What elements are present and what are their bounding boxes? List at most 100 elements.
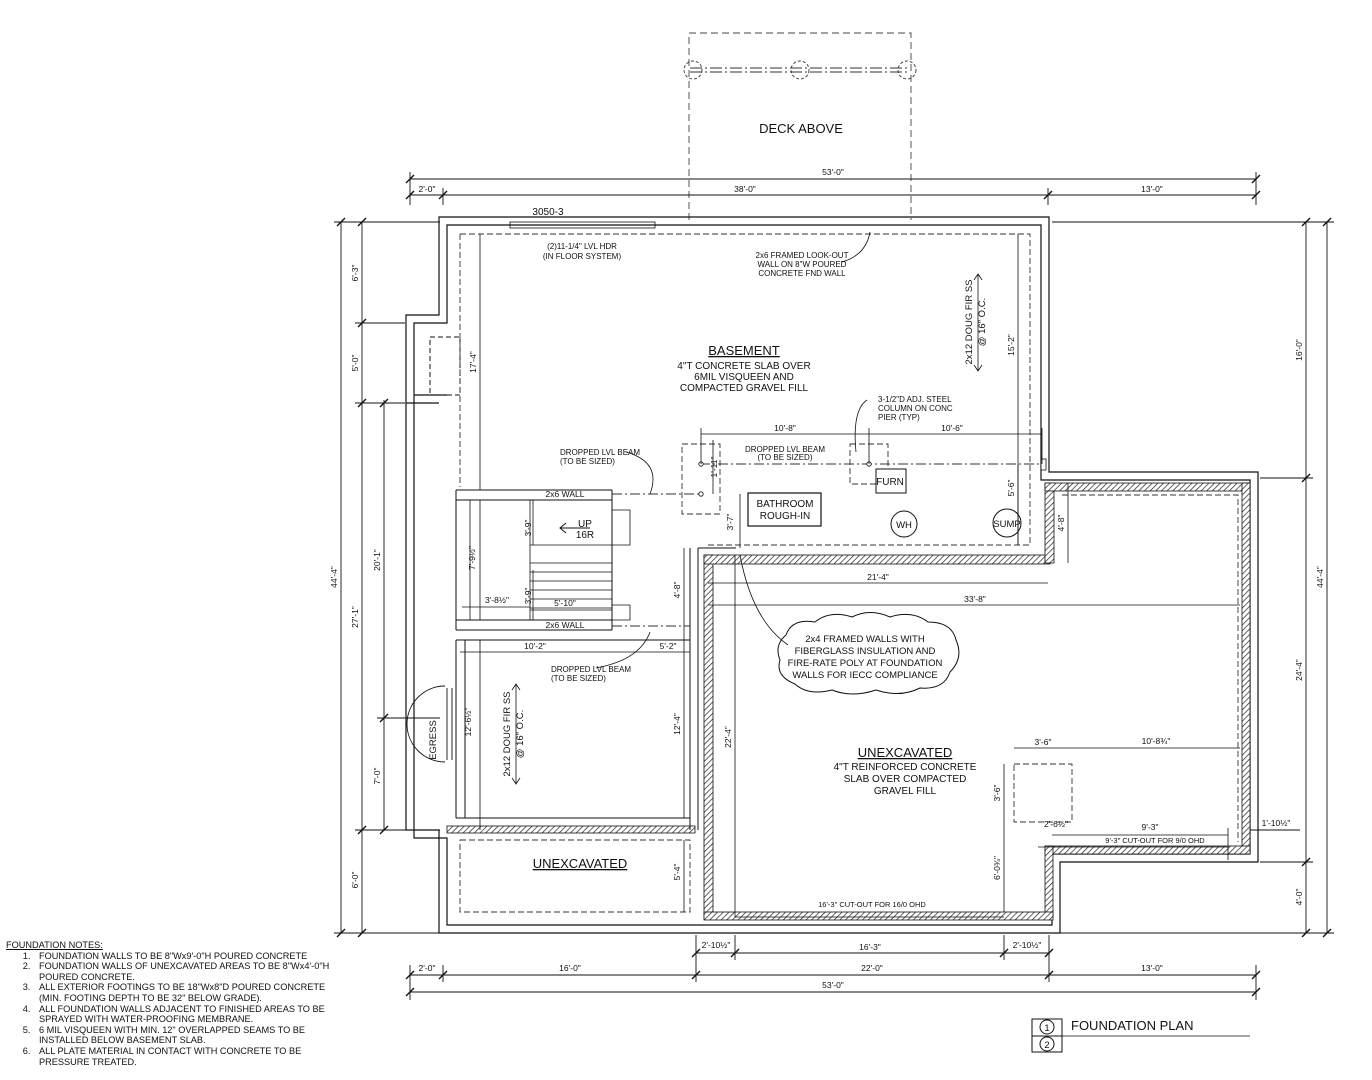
dim-bot-2: 2'-0" bbox=[419, 963, 436, 973]
dim-21-4: 21'-4" bbox=[867, 572, 889, 582]
foundation-walls bbox=[405, 216, 1259, 934]
dim-10-8: 10'-8" bbox=[774, 423, 796, 433]
note-cloud bbox=[777, 612, 960, 695]
egress-label: EGRESS bbox=[428, 720, 439, 760]
dim-left-overall: 44'-4" bbox=[329, 566, 339, 588]
dim-right-16-0: 16'-0" bbox=[1294, 339, 1304, 361]
furnace-label: FURN bbox=[876, 477, 904, 488]
wall-2x6-top: 2x6 WALL bbox=[546, 489, 585, 499]
dim-2-6: 2'-6½" bbox=[1044, 819, 1068, 829]
dim-5-10: 5'-10" bbox=[554, 598, 576, 608]
dim-3-6-v: 3'-6" bbox=[992, 785, 1002, 802]
lookout-1: 2x6 FRAMED LOOK-OUT bbox=[756, 251, 849, 260]
basement-note-2: 6MIL VISQUEEN AND bbox=[694, 372, 794, 383]
cutout-9-label: 9'-3" CUT-OUT FOR 9/0 OHD bbox=[1105, 836, 1205, 845]
lvl-hdr-2: (IN FLOOR SYSTEM) bbox=[543, 252, 622, 261]
joists-right-2: @ 16" O.C. bbox=[977, 298, 988, 346]
notes-list: FOUNDATION WALLS TO BE 8"Wx9'-0"H POURED… bbox=[6, 951, 336, 1068]
lvl-hdr-1: (2)11-1/4" LVL HDR bbox=[547, 242, 617, 251]
dim-7-9: 7'-9½" bbox=[467, 546, 477, 570]
dim-left-6-0: 6'-0" bbox=[350, 872, 360, 889]
beam-note-tl-2: (TO BE SIZED) bbox=[560, 457, 615, 466]
dimension-texts: 53'-0" 2'-0" 38'-0" 13'-0" 2'-10½" 16'-3… bbox=[329, 167, 1325, 990]
dim-bot-2-10-left: 2'-10½" bbox=[702, 940, 731, 950]
dim-4-8-right: 4'-8" bbox=[1056, 515, 1066, 532]
dim-3-7: 3'-7" bbox=[725, 514, 735, 531]
unexcavated-note-2: SLAB OVER COMPACTED bbox=[844, 774, 967, 785]
dim-3-8: 3'-8½" bbox=[485, 595, 509, 605]
dim-top-overall: 53'-0" bbox=[822, 167, 844, 177]
lookout-2: WALL ON 8"W POURED bbox=[758, 260, 847, 269]
column-note-2: COLUMN ON CONC bbox=[878, 404, 953, 413]
notes-title: FOUNDATION NOTES: bbox=[6, 940, 103, 950]
joists-left-arrow bbox=[511, 683, 521, 785]
dim-left-27-1: 27'-1" bbox=[350, 606, 360, 628]
cloud-note-2: FIBERGLASS INSULATION AND bbox=[795, 646, 936, 657]
sump-label: SUMP bbox=[993, 519, 1020, 530]
dim-left-20-1: 20'-1" bbox=[372, 549, 382, 571]
dim-bot-13: 13'-0" bbox=[1141, 963, 1163, 973]
dim-left-7-0: 7'-0" bbox=[372, 768, 382, 785]
beam-note-b-2: (TO BE SIZED) bbox=[551, 674, 606, 683]
unexcavated-right-label: UNEXCAVATED bbox=[858, 745, 953, 760]
dim-3-9-a: 3'-9" bbox=[523, 520, 533, 537]
window-tag: 3050-3 bbox=[532, 207, 564, 218]
joists-right-1: 2x12 DOUG FIR SS bbox=[964, 280, 975, 365]
dim-10-2: 10'-2" bbox=[524, 641, 546, 651]
wall-2x6-bottom: 2x6 WALL bbox=[546, 620, 585, 630]
dim-9-3: 9'-3" bbox=[1142, 822, 1159, 832]
joists-right-arrow bbox=[973, 273, 983, 372]
dim-10-8-34: 10'-8¾" bbox=[1142, 736, 1171, 746]
note-item: FOUNDATION WALLS OF UNEXCAVATED AREAS TO… bbox=[33, 961, 336, 982]
dim-3-6-h: 3'-6" bbox=[1035, 737, 1052, 747]
cloud-note-1: 2x4 FRAMED WALLS WITH bbox=[805, 634, 925, 645]
stair-risers-label: 16R bbox=[576, 530, 594, 541]
window-3050 bbox=[509, 221, 656, 229]
note-item: FOUNDATION WALLS TO BE 8"Wx9'-0"H POURED… bbox=[33, 951, 336, 962]
dim-15-2: 15'-2" bbox=[1006, 334, 1016, 356]
egress-window bbox=[406, 685, 453, 763]
cutout-16-label: 16'-3" CUT-OUT FOR 16/0 OHD bbox=[818, 900, 926, 909]
foundation-notes: FOUNDATION NOTES: FOUNDATION WALLS TO BE… bbox=[6, 940, 336, 1067]
deck-label: DECK ABOVE bbox=[759, 121, 843, 136]
basement-note-1: 4"T CONCRETE SLAB OVER bbox=[677, 361, 810, 372]
note-item: ALL EXTERIOR FOOTINGS TO BE 18"Wx8"D POU… bbox=[33, 982, 336, 1003]
dim-22-4: 22'-4" bbox=[723, 726, 733, 748]
cloud-note-3: FIRE-RATE POLY AT FOUNDATION bbox=[788, 658, 943, 669]
column-note-1: 3-1/2"D ADJ. STEEL bbox=[878, 395, 952, 404]
basement-label: BASEMENT bbox=[708, 343, 780, 358]
column-note-3: PIER (TYP) bbox=[878, 413, 920, 422]
dim-bot-22: 22'-0" bbox=[861, 963, 883, 973]
dim-3-9-b: 3'-9" bbox=[523, 588, 533, 605]
dim-bot-2-10-right: 2'-10½" bbox=[1013, 940, 1042, 950]
cloud-note-4: WALLS FOR IECC COMPLIANCE bbox=[792, 670, 937, 681]
beam-note-tm-2: (TO BE SIZED) bbox=[758, 453, 813, 462]
interior-dims bbox=[460, 234, 1240, 918]
sump-pit bbox=[992, 508, 1022, 538]
interior-walls bbox=[455, 489, 736, 830]
unexcavated-left-label: UNEXCAVATED bbox=[533, 856, 628, 871]
beam-note-b-1: DROPPED LVL BEAM bbox=[551, 665, 631, 674]
bathroom-rough-in bbox=[747, 492, 822, 527]
dim-right-24-4: 24'-4" bbox=[1294, 659, 1304, 681]
dim-right-4-0: 4'-0" bbox=[1294, 889, 1304, 906]
dim-17-4: 17'-4" bbox=[468, 351, 478, 373]
unexcavated-note-3: GRAVEL FILL bbox=[874, 786, 937, 797]
dim-5-4: 5'-4" bbox=[672, 864, 682, 881]
deck-beam bbox=[683, 60, 917, 80]
title-number-bottom: 2 bbox=[1044, 1040, 1049, 1051]
title-block bbox=[1031, 1018, 1250, 1053]
basement-note-3: COMPACTED GRAVEL FILL bbox=[680, 383, 809, 394]
dim-4-8-left: 4'-8" bbox=[672, 582, 682, 599]
dim-bot-16: 16'-0" bbox=[559, 963, 581, 973]
dim-12-4: 12'-4" bbox=[672, 713, 682, 735]
bathroom-label-1: BATHROOM bbox=[756, 499, 813, 510]
dim-1-11: 1'-11" bbox=[709, 456, 719, 477]
deck-outline bbox=[688, 32, 912, 220]
dim-33-8: 33'-8" bbox=[964, 594, 986, 604]
water-heater-label: WH bbox=[896, 520, 912, 531]
furnace bbox=[875, 468, 907, 494]
dim-top-2: 2'-0" bbox=[419, 184, 436, 194]
note-item: ALL PLATE MATERIAL IN CONTACT WITH CONCR… bbox=[33, 1046, 336, 1067]
